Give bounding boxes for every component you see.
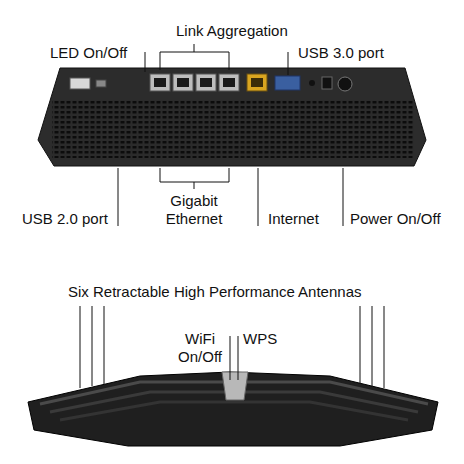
leader-line	[372, 306, 373, 386]
port-hole	[223, 78, 235, 87]
leader-line	[238, 336, 239, 380]
part-label: Link Aggregation	[176, 22, 288, 40]
bracket-stem	[194, 44, 195, 52]
part-label: Gigabit Ethernet	[154, 192, 234, 228]
part-label: LED On/Off	[50, 44, 127, 62]
leader-line	[118, 168, 119, 226]
router-front	[28, 372, 438, 446]
part-label: Six Retractable High Performance Antenna…	[68, 283, 362, 301]
port-hole	[251, 78, 263, 87]
leader-line	[145, 52, 146, 72]
ethernet-port	[173, 74, 193, 91]
small-port	[96, 80, 106, 87]
usb2-port	[70, 78, 90, 89]
part-label: WiFi On/Off	[174, 330, 226, 366]
ethernet-port	[150, 74, 170, 91]
ethernet-ports	[150, 74, 239, 91]
bracket-stem	[194, 182, 195, 189]
leader-line	[360, 306, 361, 384]
port-hole	[200, 78, 212, 87]
ethernet-port	[219, 74, 239, 91]
power-jack	[338, 77, 352, 91]
leader-lines	[80, 306, 384, 388]
leader-line	[384, 306, 385, 388]
bracket	[160, 52, 229, 70]
leader-line	[92, 306, 93, 386]
bracket	[160, 168, 229, 182]
leader-line	[80, 306, 81, 388]
power-switch	[322, 77, 332, 89]
leader-line	[343, 168, 344, 226]
usb3-port	[275, 76, 300, 90]
reset-button	[309, 80, 315, 86]
leader-line	[288, 52, 289, 75]
internet-port	[247, 74, 267, 91]
vent-grill	[52, 100, 414, 158]
leader-line	[230, 336, 231, 380]
leader-lines	[118, 44, 343, 226]
ethernet-port	[196, 74, 216, 91]
leader-line	[258, 168, 259, 226]
part-label: WPS	[243, 330, 277, 348]
antenna-fold	[60, 402, 408, 420]
part-label: USB 2.0 port	[22, 210, 108, 228]
leader-line	[104, 306, 105, 384]
part-label: USB 3.0 port	[298, 44, 384, 62]
part-label: Internet	[268, 210, 319, 228]
part-label: Power On/Off	[350, 210, 441, 228]
port-hole	[154, 78, 166, 87]
router-back	[38, 68, 426, 166]
center-panel	[222, 372, 248, 400]
port-hole	[177, 78, 189, 87]
